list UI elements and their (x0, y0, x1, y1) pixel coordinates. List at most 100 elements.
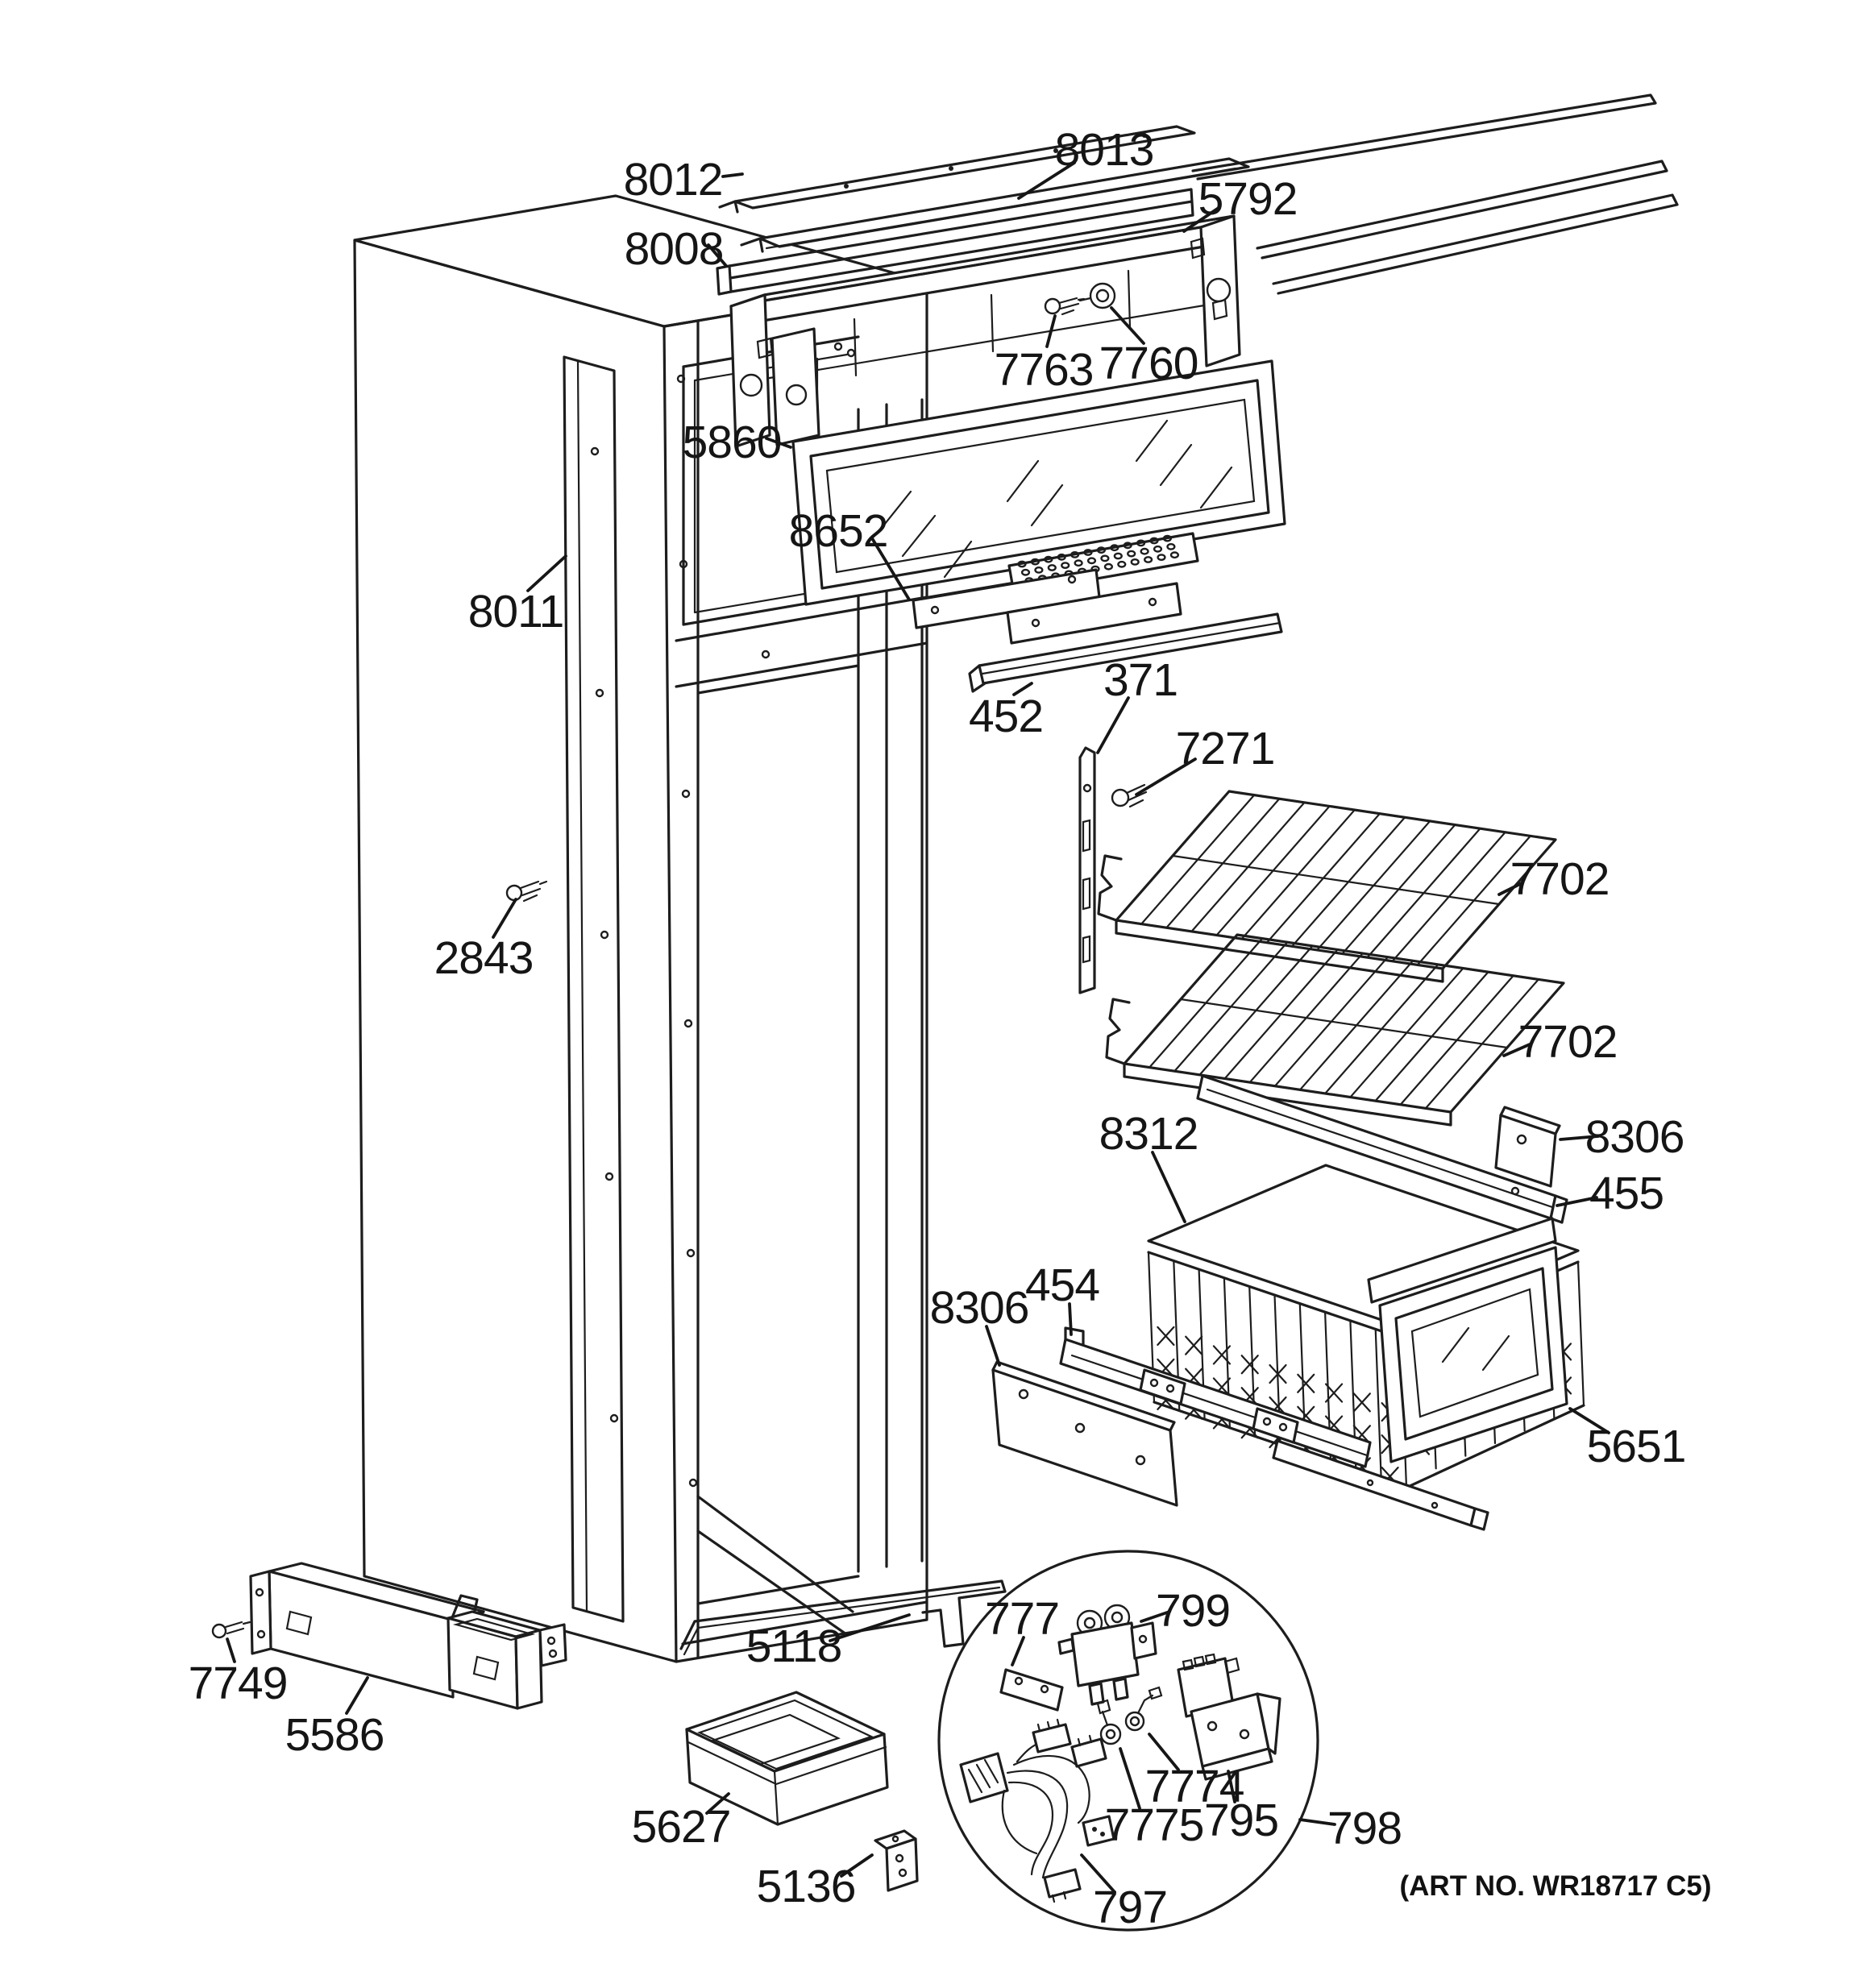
light-housing-5792 (729, 214, 1241, 448)
part-label-8652: 8652 (789, 505, 888, 557)
leader-8011 (526, 554, 567, 592)
side-trim-8011 (563, 355, 625, 1623)
part-label-8306: 8306 (1585, 1111, 1684, 1163)
part-label-8011: 8011 (468, 586, 564, 637)
part-label-7702: 7702 (1510, 853, 1610, 905)
leader-797 (1080, 1853, 1116, 1894)
part-label-7763: 7763 (995, 344, 1094, 396)
screw-7271 (1111, 783, 1154, 808)
leader-8008 (707, 243, 728, 268)
bracket-777 (999, 1668, 1064, 1712)
leader-8306 (985, 1325, 1001, 1367)
water-valve-799 (1057, 1604, 1157, 1706)
leader-452 (1012, 682, 1033, 696)
grommet-7775 (1096, 1699, 1122, 1745)
switch-assembly (1177, 1653, 1240, 1718)
part-label-7774: 7774 (1145, 1761, 1244, 1812)
part-label-5860: 5860 (683, 417, 782, 468)
detail-circle-view (937, 1550, 1319, 1932)
part-label-7749: 7749 (189, 1658, 288, 1709)
part-label-795: 795 (1204, 1795, 1278, 1846)
detail-circle-outline (937, 1550, 1319, 1932)
leader-2843 (492, 898, 517, 939)
part-label-8306: 8306 (930, 1282, 1029, 1334)
slide-rail-454 (1059, 1326, 1489, 1531)
part-label-452: 452 (969, 691, 1043, 742)
leader-7775 (1119, 1747, 1141, 1810)
leader-8652 (870, 537, 911, 601)
leader-7763 (1045, 314, 1057, 348)
leader-7774 (1148, 1733, 1180, 1771)
leader-7760 (1110, 306, 1145, 345)
mount-plate-8306-left (991, 1360, 1178, 1507)
leader-777 (1011, 1636, 1025, 1666)
leader-7702 (1502, 1043, 1531, 1057)
part-label-2843: 2843 (434, 932, 534, 984)
part-label-7271: 7271 (1176, 723, 1275, 774)
bracket-plate (1006, 582, 1182, 645)
part-label-5586: 5586 (285, 1709, 384, 1761)
wire-shelves-7702 (1097, 790, 1565, 1127)
grommet-7774 (1124, 1686, 1163, 1732)
leader-454 (1068, 1302, 1073, 1336)
leader-795 (1227, 1770, 1236, 1803)
bracket-5136 (874, 1829, 919, 1892)
leader-5586 (345, 1676, 369, 1715)
cabinet-bottom-rail (681, 1600, 928, 1646)
part-label-8012: 8012 (624, 154, 723, 205)
leader-8312 (1151, 1151, 1186, 1223)
part-label-8008: 8008 (625, 223, 724, 275)
leader-7702 (1497, 882, 1523, 896)
leader-5860 (765, 437, 792, 449)
part-label-797: 797 (1093, 1882, 1167, 1933)
top-trim-rails (716, 93, 1679, 296)
mounting-bracket-795 (1190, 1692, 1281, 1781)
leader-455 (1556, 1196, 1598, 1207)
screw-2843 (505, 880, 548, 903)
part-label-7775: 7775 (1105, 1799, 1204, 1851)
wire-shelf-7702 (1097, 790, 1557, 983)
lower-opening (696, 664, 860, 1636)
leader-5136 (840, 1853, 874, 1878)
front-trim-parts (912, 532, 1283, 693)
leader-5627 (705, 1792, 730, 1815)
center-mullion (857, 398, 924, 1573)
part-label-777: 777 (985, 1593, 1059, 1645)
drawer-front-5651 (1367, 1217, 1568, 1463)
wiring-harness-797 (959, 1718, 1115, 1903)
leader-798 (1298, 1818, 1336, 1826)
leader-799 (1140, 1610, 1171, 1623)
leader-7749 (226, 1637, 236, 1663)
leader-7271 (1135, 757, 1197, 796)
leader-8012 (721, 172, 744, 178)
channel-rail-8008 (716, 188, 1194, 296)
evaporator-assembly-5586 (249, 1562, 567, 1710)
part-label-371: 371 (1103, 654, 1178, 706)
part-label-7760: 7760 (1099, 338, 1198, 389)
leader-5651 (1568, 1407, 1610, 1434)
part-label-5118: 5118 (746, 1621, 842, 1672)
leader-371 (1096, 696, 1130, 754)
part-label-7702: 7702 (1518, 1016, 1618, 1068)
slide-rail-455 (1196, 1074, 1568, 1224)
part-label-8312: 8312 (1099, 1108, 1198, 1160)
screw-7763 (1044, 297, 1086, 316)
part-label-8013: 8013 (1055, 124, 1154, 176)
part-label-454: 454 (1025, 1260, 1099, 1311)
part-label-5136: 5136 (757, 1861, 856, 1912)
long-rails-upper-right (1191, 93, 1679, 295)
left-lamp-bracket (729, 293, 820, 448)
mount-plate-8306-right (1494, 1106, 1561, 1188)
deflector-452 (968, 612, 1283, 693)
part-label-798: 798 (1327, 1803, 1402, 1854)
rail-8013 (740, 157, 1250, 253)
part-label-5792: 5792 (1198, 173, 1298, 225)
grommet-7760 (1078, 282, 1116, 309)
part-label-799: 799 (1156, 1585, 1230, 1637)
leader-5792 (1182, 206, 1220, 233)
art-number: (ART NO. WR18717 C5) (1399, 1870, 1711, 1902)
part-label-5627: 5627 (632, 1801, 731, 1853)
glass-hatching (877, 419, 1233, 579)
